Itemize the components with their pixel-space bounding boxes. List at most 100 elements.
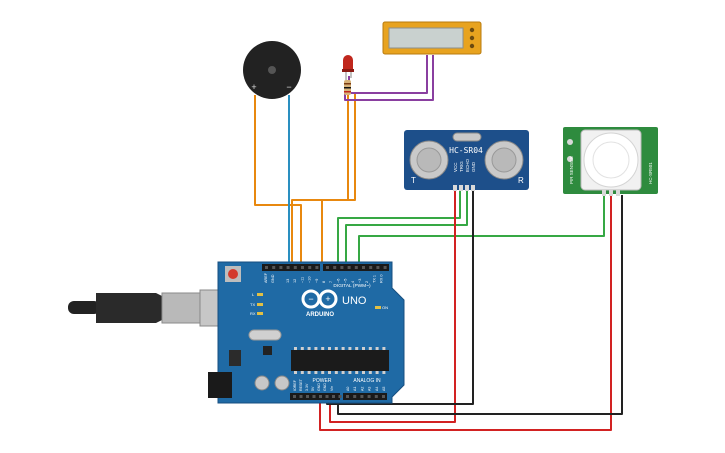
power-jack[interactable] (208, 372, 232, 398)
header-hole[interactable] (376, 266, 380, 269)
header-hole[interactable] (367, 395, 371, 398)
analog-pin-label: A1 (353, 387, 357, 391)
sonar-pin[interactable] (465, 185, 469, 191)
resistor[interactable] (344, 80, 351, 95)
digital-pin-label: ~11 (300, 277, 304, 283)
header-hole[interactable] (319, 395, 322, 398)
capacitor (254, 375, 270, 391)
sonar-pin[interactable] (471, 185, 475, 191)
analog-pin-label: A4 (375, 387, 379, 391)
capacitor (274, 375, 290, 391)
buzzer-plus-label: + (251, 82, 256, 92)
pir-pin[interactable] (616, 190, 620, 196)
digital-pin-label: ~5 (344, 279, 348, 283)
header-hole[interactable] (265, 266, 268, 269)
v5-label: 5V (311, 386, 315, 391)
wire-pir-vcc[interactable] (319, 195, 612, 431)
sonar-pin-label: GND (471, 161, 476, 172)
header-hole[interactable] (286, 266, 290, 269)
arduino-logo-plus: + (325, 294, 330, 304)
header-hole[interactable] (301, 266, 304, 269)
analog-header[interactable] (343, 393, 387, 400)
lcd-pin-3 (469, 43, 475, 49)
wire-led-resistor[interactable] (321, 95, 349, 268)
usb-chip (263, 346, 272, 355)
sonar-pin[interactable] (459, 185, 463, 191)
wire-sonar-vcc[interactable] (329, 190, 456, 423)
header-hole[interactable] (383, 266, 387, 269)
wire-sonar-echo[interactable] (345, 190, 468, 268)
header-hole[interactable] (308, 266, 312, 269)
gnd-pin-label: GND (317, 383, 321, 391)
wire-pir-out[interactable] (358, 195, 605, 268)
analog-header-label: ANALOG IN (353, 378, 381, 384)
header-hole[interactable] (299, 395, 303, 398)
pir-sensor[interactable]: PIR SENSOR HC-SR501 (563, 127, 658, 196)
lcd-display[interactable] (382, 21, 482, 55)
chip-pin (362, 347, 365, 350)
l-led (257, 293, 263, 296)
header-hole[interactable] (362, 266, 365, 269)
sonar-receiver-inner (491, 147, 517, 173)
ioref-label: IOREF (293, 379, 297, 391)
pir-pin[interactable] (609, 190, 613, 196)
wire-buzzer-plus[interactable] (254, 95, 302, 268)
digital-pin-label: 2 (365, 281, 369, 283)
lcd-pin-2 (469, 35, 475, 41)
header-hole[interactable] (340, 266, 344, 269)
digital-pin-label: 4 (351, 281, 355, 283)
wire-pir-gnd[interactable] (337, 195, 623, 415)
header-hole[interactable] (374, 395, 378, 398)
analog-pin-label: A0 (346, 387, 350, 391)
header-hole[interactable] (333, 266, 337, 269)
l-led-label: L (252, 292, 255, 297)
header-hole[interactable] (346, 395, 349, 398)
header-hole[interactable] (354, 266, 358, 269)
digital-pin-label: ~9 (315, 279, 319, 283)
chip-pin (300, 347, 304, 350)
header-hole[interactable] (293, 395, 296, 398)
digital-header-left[interactable] (262, 264, 320, 271)
wire-sonar-trig[interactable] (337, 190, 461, 268)
vin-label: Vin (330, 386, 334, 391)
chip-pin (375, 347, 379, 350)
aref-label: AREF (264, 272, 268, 283)
analog-pin-label: A3 (368, 387, 372, 391)
chip-pin (321, 347, 325, 350)
header-hole[interactable] (279, 266, 283, 269)
header-hole[interactable] (293, 266, 297, 269)
header-hole[interactable] (272, 266, 276, 269)
led[interactable] (342, 55, 354, 80)
header-hole[interactable] (326, 266, 329, 269)
ultrasonic-sensor[interactable]: HC-SR04 T R VCC TRIG ECHO GND (404, 130, 529, 191)
chip-pin (307, 347, 311, 350)
wire-lcd-a[interactable] (348, 55, 428, 94)
header-hole[interactable] (306, 395, 309, 398)
header-hole[interactable] (353, 395, 357, 398)
header-hole[interactable] (369, 266, 373, 269)
chip-pin (362, 371, 365, 374)
atmega-chip (291, 350, 389, 371)
v33-label: 3.3V (305, 383, 309, 391)
sonar-pin[interactable] (453, 185, 457, 191)
header-hole[interactable] (360, 395, 364, 398)
chip-pin (348, 347, 352, 350)
header-hole[interactable] (338, 395, 342, 398)
usb-cable-tail (68, 301, 100, 314)
header-hole[interactable] (332, 395, 335, 398)
analog-pin-label: A5 (382, 387, 386, 391)
pir-pin[interactable] (602, 190, 606, 196)
header-hole[interactable] (347, 266, 351, 269)
piezo-buzzer[interactable]: + − (243, 41, 301, 99)
crystal-oscillator (248, 329, 282, 341)
header-hole[interactable] (382, 395, 385, 398)
chip-pin (368, 371, 372, 374)
chip-pin (314, 347, 318, 350)
reset-button[interactable] (228, 269, 238, 279)
header-hole[interactable] (312, 395, 316, 398)
header-hole[interactable] (325, 395, 329, 398)
header-hole[interactable] (315, 266, 319, 269)
